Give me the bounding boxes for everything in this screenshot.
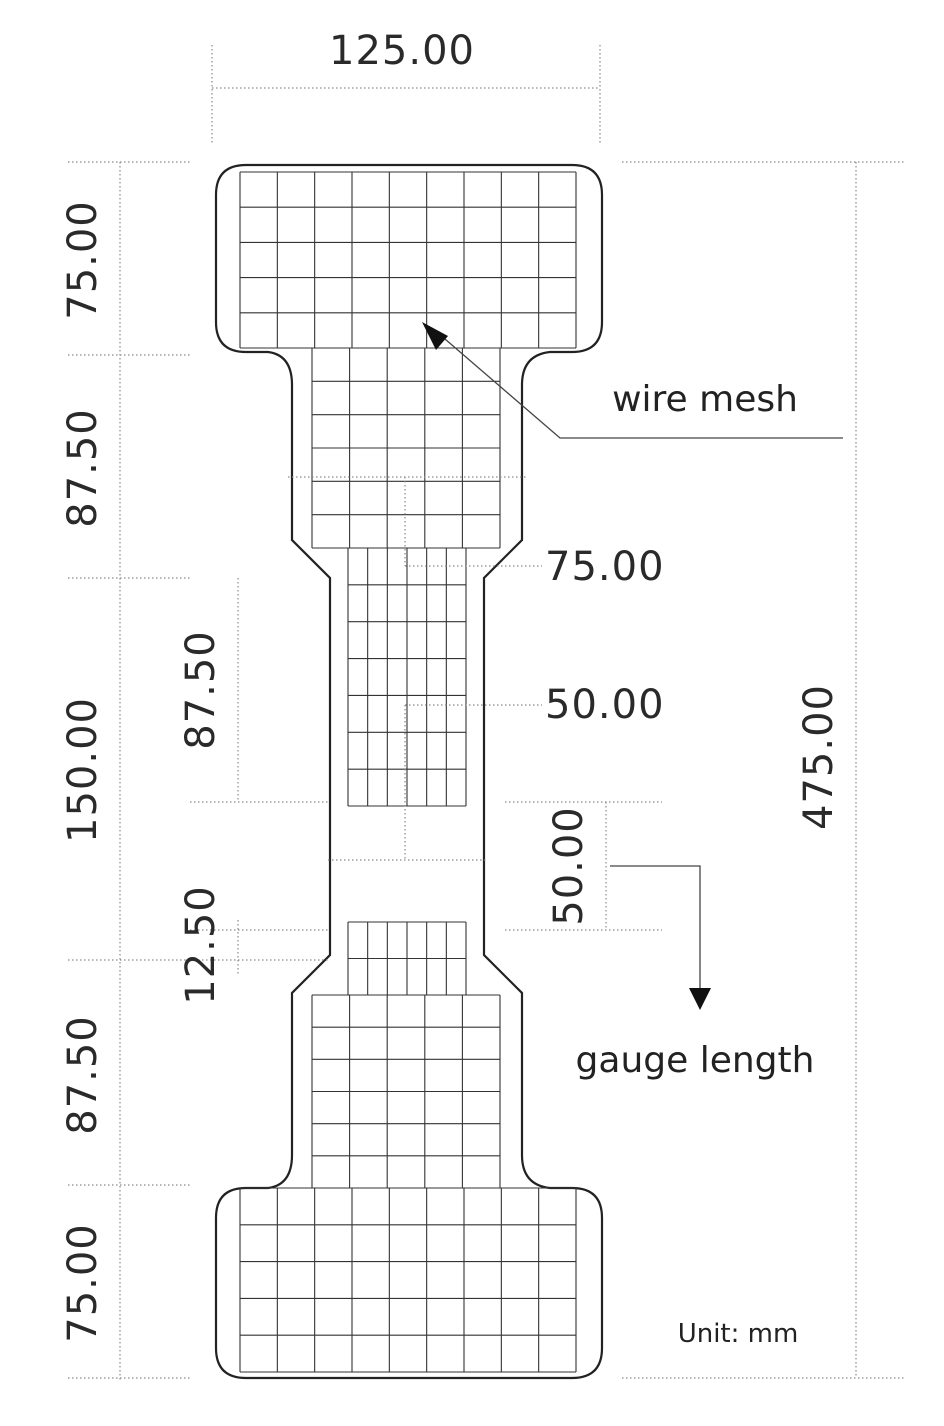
left-center-label: 150.00 [60,697,106,843]
left-dimension-chain [68,161,190,1380]
specimen-outline [214,163,604,1380]
gauge-length-dimension [505,801,662,931]
wire-mesh-upper-neck [347,547,467,807]
wire-mesh-upper-transition [311,347,501,549]
inner-gap-label: 12.50 [178,885,224,1005]
top-width-label: 125.00 [329,28,475,74]
wire-mesh-label: wire mesh [612,379,798,420]
right-total-dimension [622,161,905,1379]
neck-mesh-width-callout [328,704,542,861]
gauge-length-value-label: 50.00 [546,806,592,926]
right-total-label: 475.00 [796,684,842,830]
wire-mesh-top-grip [239,171,577,349]
wire-mesh-arrowhead [422,322,448,350]
wire-mesh-lower-transition [311,994,501,1189]
left-lower-transition-label: 87.50 [60,1015,106,1135]
gauge-length-leader [610,865,701,990]
inner-left-dimensions [190,578,330,975]
neck-mesh-width-label: 50.00 [545,682,665,728]
left-upper-transition-label: 87.50 [60,408,106,528]
left-bottom-grip-label: 75.00 [60,1223,106,1343]
gauge-length-label: gauge length [576,1040,815,1081]
wire-mesh-leader [437,332,843,439]
inner-upper-mesh-label: 87.50 [178,630,224,750]
upper-mesh-width-label: 75.00 [545,544,665,590]
left-top-grip-label: 75.00 [60,200,106,320]
wire-mesh-bottom-grip [239,1187,577,1373]
top-width-dimension [211,45,601,145]
unit-label: Unit: mm [678,1319,799,1349]
upper-mesh-width-callout [288,476,542,567]
wire-mesh-lower-neck [347,921,467,996]
gauge-length-arrowhead [689,988,711,1010]
